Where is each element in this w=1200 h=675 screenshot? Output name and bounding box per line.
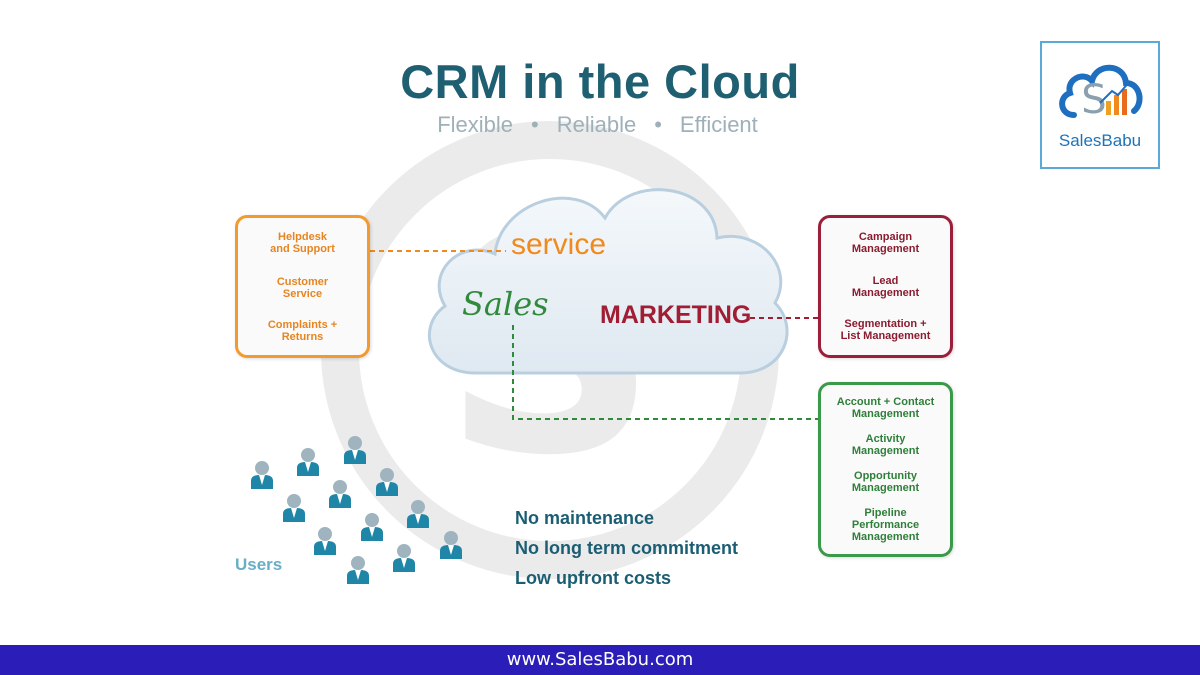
- tagline: Flexible • Reliable • Efficient: [300, 112, 895, 138]
- tagline-item: Reliable: [556, 112, 637, 137]
- user-icon: [329, 480, 351, 508]
- sales-item: Pipeline Performance Management: [851, 507, 920, 543]
- cloud-label-marketing: MARKETING: [600, 301, 752, 329]
- user-icon: [297, 448, 319, 476]
- service-item: Complaints + Returns: [267, 319, 338, 343]
- user-icon: [347, 556, 369, 584]
- service-item: Customer Service: [276, 276, 329, 300]
- sales-item: Account + Contact Management: [836, 396, 935, 420]
- user-icon: [251, 461, 273, 489]
- cloud-shape: [427, 188, 789, 375]
- service-item: Helpdesk and Support: [270, 231, 335, 255]
- sales-item: Opportunity Management: [851, 470, 920, 494]
- cloud-label-service: service: [511, 228, 607, 261]
- user-icon: [361, 513, 383, 541]
- cloud-label-sales: Sales: [462, 285, 549, 323]
- marketing-item: Campaign Management: [851, 231, 920, 255]
- user-icon: [344, 436, 366, 464]
- marketing-item: Segmentation + List Management: [840, 318, 931, 342]
- user-icon: [407, 500, 429, 528]
- marketing-box: Campaign Management Lead Management Segm…: [818, 215, 953, 358]
- cloud-chart-logo-icon: S: [1059, 64, 1143, 123]
- user-icon: [393, 544, 415, 572]
- marketing-item: Lead Management: [851, 275, 920, 299]
- benefit-item: Low upfront costs: [515, 568, 671, 588]
- benefit-item: No long term commitment: [515, 538, 739, 558]
- sales-box: Account + Contact Management Activity Ma…: [818, 382, 953, 557]
- footer-url[interactable]: www.SalesBabu.com: [0, 645, 1200, 675]
- sales-item: Activity Management: [851, 433, 920, 457]
- service-box: Helpdesk and Support Customer Service Co…: [235, 215, 370, 358]
- user-icon: [440, 531, 462, 559]
- users-label: Users: [235, 555, 283, 574]
- page-title: CRM in the Cloud: [400, 55, 800, 108]
- tagline-separator: •: [531, 112, 539, 137]
- user-icon: [283, 494, 305, 522]
- tagline-item: Efficient: [679, 112, 758, 137]
- tagline-separator: •: [654, 112, 662, 137]
- user-icon: [314, 527, 336, 555]
- benefit-item: No maintenance: [515, 508, 655, 528]
- salesbabu-logo[interactable]: S SalesBabu: [1040, 41, 1160, 169]
- logo-text: SalesBabu: [1058, 131, 1142, 150]
- user-icon: [376, 468, 398, 496]
- tagline-item: Flexible: [437, 112, 514, 137]
